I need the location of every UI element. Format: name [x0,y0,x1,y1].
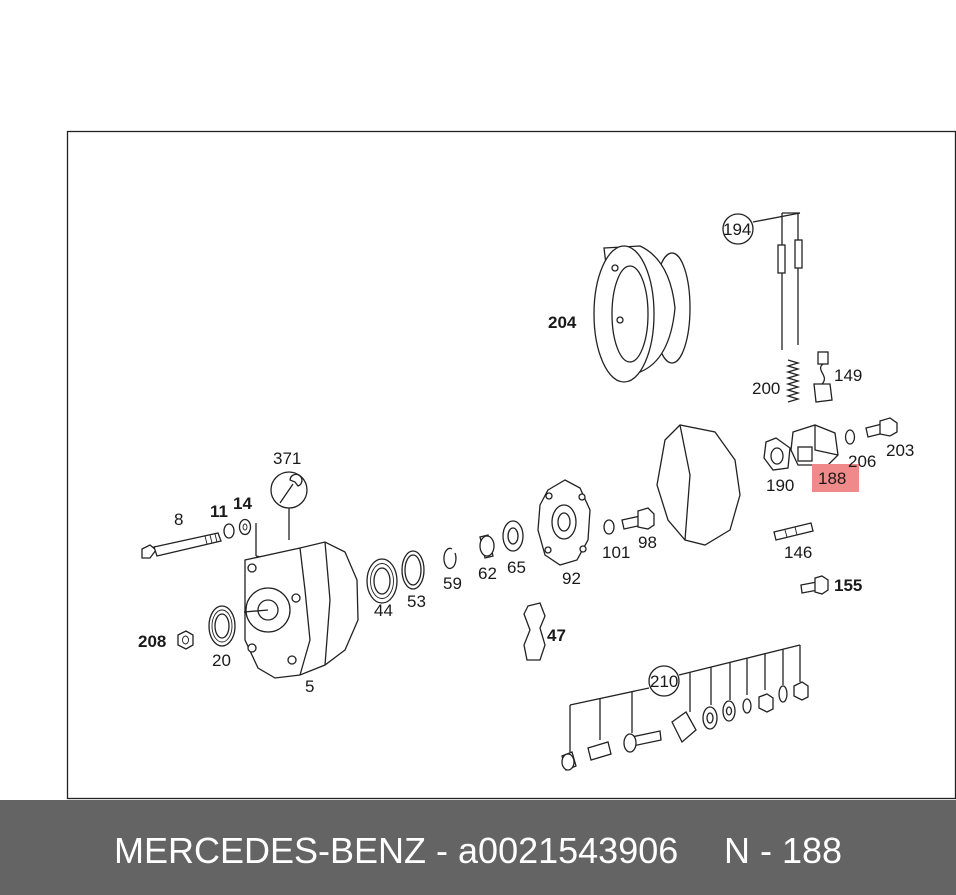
highlight-box-188 [812,464,859,492]
label-65: 65 [507,558,526,577]
spring-200-drawing [785,359,801,403]
label-92: 92 [562,569,581,588]
label-47: 47 [547,626,566,645]
washer-101-drawing [603,519,615,535]
footer-bar: MERCEDES-BENZ - a0021543906 N - 188 [0,800,956,895]
label-44: 44 [374,601,393,620]
label-206: 206 [848,452,876,471]
label-210: 210 [650,672,678,691]
label-20: 20 [212,651,231,670]
label-62: 62 [478,564,497,583]
bearing-44-drawing [366,558,398,604]
label-149: 149 [834,366,862,385]
label-5: 5 [305,677,314,696]
label-194: 194 [723,220,751,239]
label-204: 204 [548,313,577,332]
footer-position-number: N - 188 [724,830,843,871]
rear-cover-drawing [656,424,741,546]
sleeve-62-drawing [479,534,495,559]
nut-208-drawing [177,630,194,650]
cap-190-drawing [763,437,791,471]
label-8: 8 [174,510,183,529]
label-11: 11 [210,502,228,521]
label-188: 188 [818,469,846,488]
label-59: 59 [443,574,462,593]
gasket-47-drawing [523,602,546,661]
label-203: 203 [886,441,914,460]
washer-65-drawing [502,520,524,552]
brush-149-drawing [813,351,833,403]
screw-203-drawing [865,417,898,438]
bolt-98-drawing [621,507,655,530]
footer-part-number: MERCEDES-BENZ - a0021543906 [114,830,679,871]
label-190: 190 [766,476,794,495]
label-101: 101 [602,543,630,562]
bolt-8-drawing [141,532,222,559]
washer-11-drawing [223,523,235,539]
washer-206-drawing [844,429,856,445]
stud-146-drawing [773,522,814,541]
parts-diagram: 8 11 14 371 208 20 5 44 53 59 62 65 92 4… [66,130,956,800]
brush-leads-194-drawing [722,212,803,350]
pulley-204-drawing [593,245,691,383]
washer-14-drawing [238,518,252,536]
label-208: 208 [138,632,166,651]
screw-155-drawing [800,575,829,595]
label-371: 371 [273,449,301,468]
regulator-188-drawing [790,424,839,466]
circlip-59-drawing [443,547,457,570]
wrench-371-drawing [255,471,308,561]
label-14: 14 [233,494,252,513]
label-98: 98 [638,533,657,552]
bearing-20-drawing [208,605,236,647]
label-200: 200 [752,379,780,398]
housing-5-drawing [243,541,359,679]
label-155: 155 [834,576,862,595]
label-146: 146 [784,543,812,562]
fastener-kit-210-drawing [561,644,809,771]
rectifier-92-drawing [537,479,591,566]
label-53: 53 [407,592,426,611]
